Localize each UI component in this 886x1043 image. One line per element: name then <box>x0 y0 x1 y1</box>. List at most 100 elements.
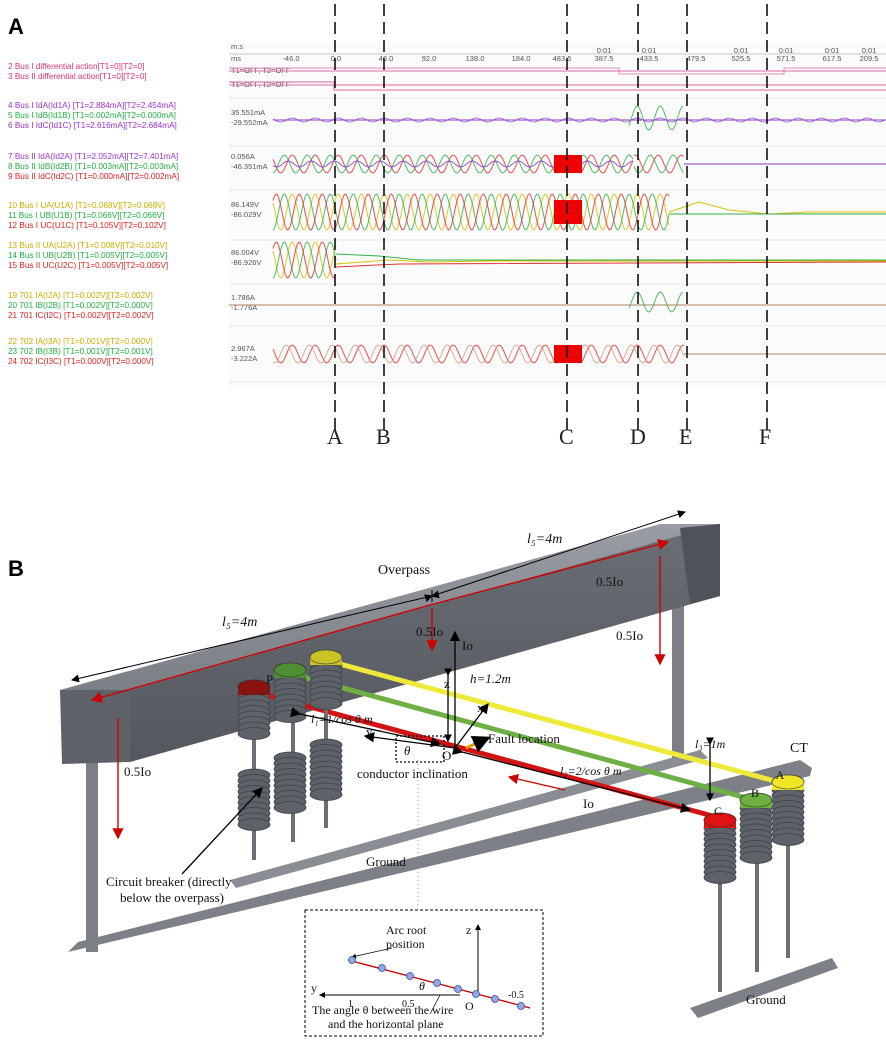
inset-caption-line2: and the horizontal plane <box>328 1017 444 1031</box>
arc-root-point <box>472 990 480 998</box>
l5-dimensions <box>71 510 686 683</box>
back-leg-right <box>672 588 684 758</box>
channel-label: 2 Bus I differential action[T1=0][T2=0] <box>8 62 145 71</box>
inset-tick-05: 0.5 <box>402 999 415 1010</box>
breaker-label-line1: Circuit breaker (directly <box>106 874 232 889</box>
channel-label: 13 Bus II UA(U2A) [T1=0.008V][T2=0.010V] <box>8 241 168 250</box>
channel-label: 8 Bus II IdB(Id2B) [T1=0.003mA][T2=0.003… <box>8 162 179 171</box>
scale-label: -3.222A <box>231 354 257 363</box>
ground-label-1: Ground <box>366 854 406 869</box>
channel-label: 20 701 IB(I2B) [T1=0.002V][T2=0.000V] <box>8 301 153 310</box>
inset-tick-1: 1 <box>348 999 353 1010</box>
channel-label: 6 Bus I IdC(Id1C) [T1=2.616mA][T2=2.684m… <box>8 121 177 130</box>
inset-z-label: z <box>466 923 471 937</box>
time-tick: 387.5 <box>595 54 614 63</box>
time-tick: 483.5 <box>553 54 572 63</box>
theta-label: θ <box>404 743 411 758</box>
scale-label: -1.776A <box>231 303 257 312</box>
channel-label: 10 Bus I UA(U1A) [T1=0.068V][T2=0.068V] <box>8 201 166 210</box>
half-io-label-3: 0.5Io <box>616 628 643 643</box>
phase-c-label: C <box>714 804 722 818</box>
channel-label: 5 Bus I IdB(Id1B) [T1=0.002mA][T2=0.000m… <box>8 111 176 120</box>
l2-label: l₂=2/cos θ m <box>560 764 622 778</box>
marker-label-d: D <box>630 424 646 449</box>
time-tick: 617.5 <box>823 54 842 63</box>
ct-label: CT <box>790 741 808 756</box>
time-tick: 433.5 <box>640 54 659 63</box>
conductor-a <box>324 657 787 787</box>
time-tick: 184.0 <box>512 54 531 63</box>
panel-b-label: B <box>8 556 24 581</box>
channel-label: 14 Bus II UB(U2B) [T1=0.005V][T2=0.005V] <box>8 251 168 260</box>
channel-label: 11 Bus I UB(U1B) [T1=0.066V][T2=0.066V] <box>8 211 165 220</box>
conductor-b <box>291 671 755 803</box>
channel-label: 19 701 IA(I2A) [T1=0.002V][T2=0.002V] <box>8 291 153 300</box>
scale-label: -86.926V <box>231 258 261 267</box>
overpass-label: Overpass <box>378 563 430 578</box>
arc-root-point <box>517 1002 525 1010</box>
inset-arc-root-line2: position <box>386 937 425 951</box>
phase-a-label: A <box>776 768 785 782</box>
time-tick: 138.0 <box>466 54 485 63</box>
arc-root-points <box>348 956 525 1010</box>
l5-right-label: l₅=4m <box>527 532 562 547</box>
inset-caption-line1: The angle θ between the wire <box>312 1003 453 1017</box>
channel-label: 23 702 IB(I3B) [T1=0.001V][T2=0.001V] <box>8 347 153 356</box>
axis-x-label: x <box>477 700 484 715</box>
scale-label: 1.786A <box>231 293 255 302</box>
channel-label: 12 Bus I UC(U1C) [T1=0.105V][T2=0.102V] <box>8 221 166 230</box>
channel-label: 24 702 IC(I3C) [T1=0.000V][T2=0.000V] <box>8 357 154 366</box>
origin-label: O <box>442 748 451 763</box>
ground-rail-front <box>68 760 812 952</box>
marker-label-b: B <box>376 424 391 449</box>
time-tick: 479.5 <box>687 54 706 63</box>
current-transformers <box>703 774 805 992</box>
conductors <box>254 657 787 821</box>
ground-label-2: Ground <box>746 992 786 1007</box>
breaker-label-line2: below the overpass) <box>120 890 224 905</box>
scale-label: 86.149V <box>231 200 259 209</box>
marker-label-e: E <box>679 424 693 449</box>
arc-root-point <box>348 956 356 964</box>
inset-tick-m05: -0.5 <box>508 990 524 1001</box>
time-unit-bottom: ms <box>231 54 241 63</box>
arc-root-point <box>378 964 386 972</box>
scale-label: 86.004V <box>231 248 259 257</box>
inset-o-label: O <box>465 999 474 1013</box>
point-p-label: P <box>266 672 273 687</box>
l5-left-label: l₅=4m <box>222 615 257 630</box>
time-super-tick: 0:01 <box>597 46 612 55</box>
ground-rail-ct <box>690 958 838 1018</box>
ground-rail-back <box>230 750 708 888</box>
arc-root-point <box>491 995 499 1003</box>
beam-current-arrows <box>90 539 670 840</box>
ground-frame <box>68 588 838 1018</box>
panel-a-label: A <box>8 14 24 39</box>
half-io-label-1: 0.5Io <box>596 574 623 589</box>
half-io-label-4: 0.5Io <box>124 764 151 779</box>
time-unit-top: m:s <box>231 42 243 51</box>
inset-theta-label: θ <box>419 979 425 993</box>
coordinate-axes <box>181 630 714 875</box>
scale-label: -46.351mA <box>231 162 268 171</box>
channel-label: 22 702 IA(I3A) [T1=0.001V][T2=0.000V] <box>8 337 153 346</box>
scale-label: -86.029V <box>231 210 261 219</box>
time-tick: 0.0 <box>331 54 341 63</box>
time-tick: 209.5 <box>860 54 879 63</box>
channel-label: 4 Bus I IdA(Id1A) [T1=2.884mA][T2=2.454m… <box>8 101 176 110</box>
axis-y-label: y <box>366 724 373 739</box>
conductor-c <box>254 689 721 821</box>
io-vertical-label: Io <box>462 638 473 653</box>
fault-location-label: Fault location <box>488 731 560 746</box>
conductor-inclination-label: conductor inclination <box>357 766 468 781</box>
phase-b-label: B <box>751 786 759 800</box>
inset-arc-root-line1: Arc root <box>386 923 427 937</box>
axis-z-label: z <box>444 676 450 691</box>
marker-label-c: C <box>559 424 574 449</box>
time-super-tick: 0:01 <box>642 46 657 55</box>
marker-label-a: A <box>327 424 343 449</box>
l1-label: l₁=1/cos θ m <box>311 712 373 726</box>
time-tick: 525.5 <box>732 54 751 63</box>
